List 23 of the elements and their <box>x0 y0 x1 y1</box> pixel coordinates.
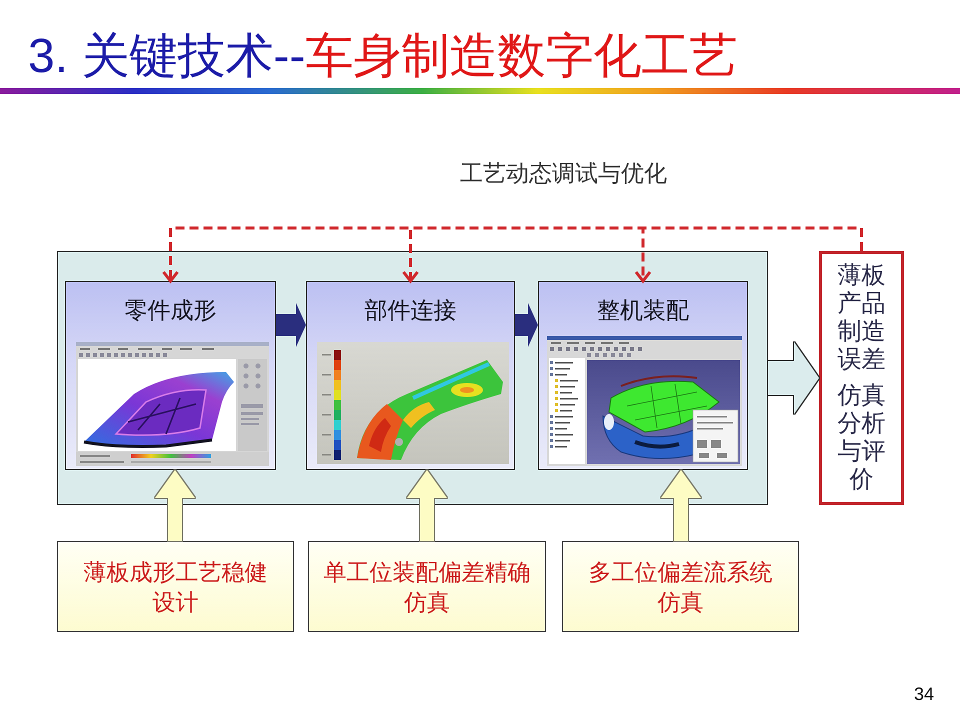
block-arrow <box>276 303 306 347</box>
method-box: 单工位装配偏差精确仿真 <box>308 541 546 632</box>
process-panel <box>65 281 276 470</box>
vertical-text: 薄板产品制造误差 <box>836 262 886 374</box>
block-arrow <box>515 303 538 347</box>
panel-title: 部件连接 <box>364 296 458 324</box>
panel-title: 整机装配 <box>596 296 690 324</box>
dashed-arrow <box>634 226 863 282</box>
process-container <box>57 251 768 505</box>
block-arrow <box>661 470 701 541</box>
process-panel <box>306 281 515 470</box>
vertical-text: 仿真分析与评价 <box>836 382 886 494</box>
block-arrow <box>407 470 447 541</box>
slide-title: 3. 关键技术--车身制造数字化工艺 <box>28 29 738 85</box>
method-box: 薄板成形工艺稳健设计 <box>57 541 294 632</box>
panel-title: 零件成形 <box>124 296 218 324</box>
process-panel <box>538 281 748 470</box>
annotation-text: 工艺动态调试与优化 <box>460 159 667 188</box>
block-arrow <box>155 470 195 541</box>
block-arrow <box>768 342 819 414</box>
page-number: 34 <box>914 683 934 706</box>
method-box: 多工位偏差流系统仿真 <box>562 541 799 632</box>
result-box <box>819 251 904 505</box>
